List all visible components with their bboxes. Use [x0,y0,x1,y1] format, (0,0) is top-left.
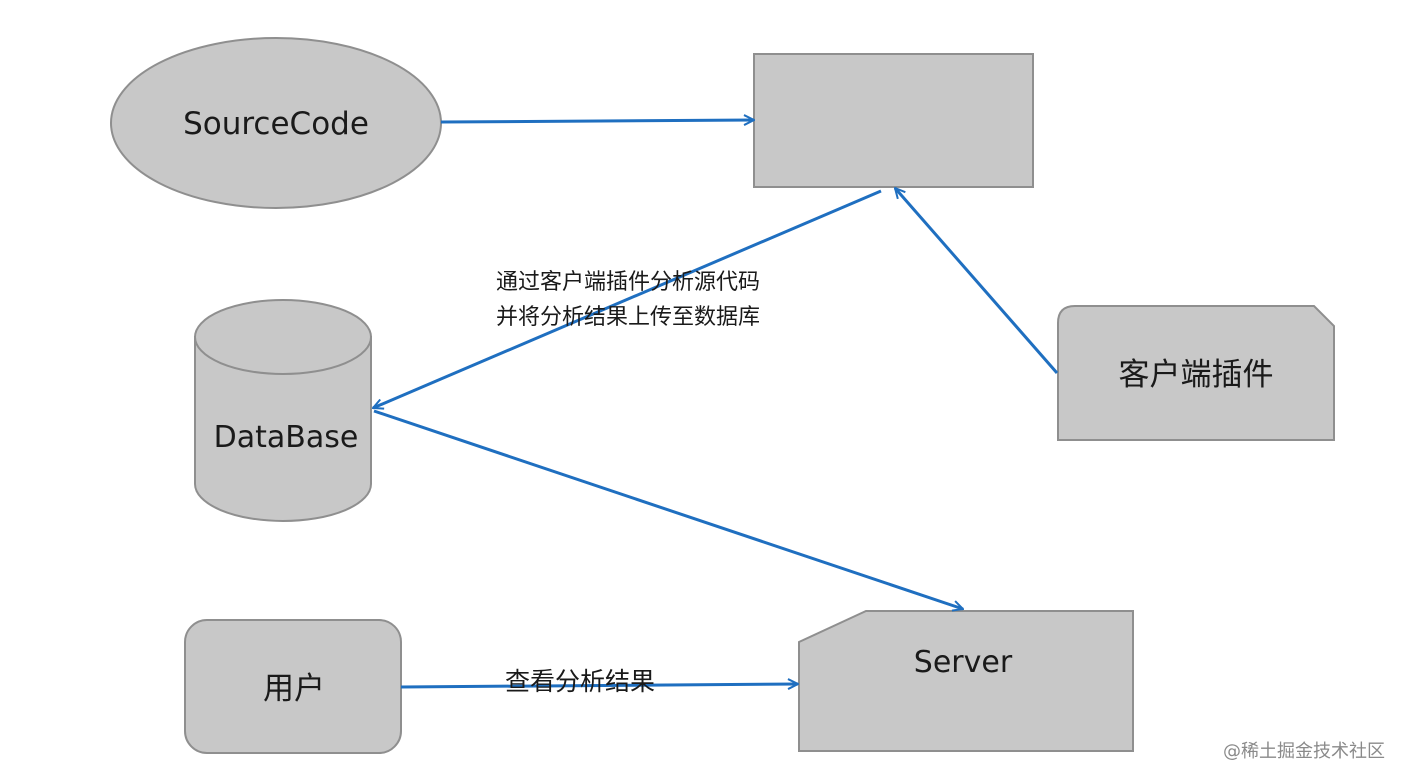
client-plugin-label: 客户端插件 [1119,357,1274,393]
node-user: 用户 [184,619,402,754]
arrow-user-to-server [400,684,798,687]
arrow-database-to-server [373,409,963,609]
database-cylinder-top [194,299,372,375]
node-analyzer [753,53,1034,188]
arrow-analyzer-to-database [373,189,882,408]
edge-label-analyze-line1: 通过客户端插件分析源代码 [496,270,760,295]
source-code-ellipse [110,37,442,209]
source-code-label: SourceCode [183,106,369,142]
watermark-text: @稀土掘金技术社区 [1223,741,1385,762]
database-cylinder-body [194,336,372,522]
arrow-sourcecode-to-analyzer [440,120,754,122]
node-database: DataBase [194,299,372,522]
arrow-client-plugin-to-analyzer [895,188,1059,374]
server-card [798,610,1134,752]
database-label: DataBase [214,420,359,455]
edge-label-view-results: 查看分析结果 [505,667,655,696]
node-server: Server [798,610,1134,752]
server-label: Server [914,645,1013,680]
client-plugin-card [1057,305,1335,441]
node-client-plugin: 客户端插件 [1057,305,1335,441]
edge-label-analyze-line2: 并将分析结果上传至数据库 [496,305,760,330]
user-label: 用户 [263,671,325,707]
node-source-code: SourceCode [110,37,442,209]
analyzer-rectangle [753,53,1034,188]
